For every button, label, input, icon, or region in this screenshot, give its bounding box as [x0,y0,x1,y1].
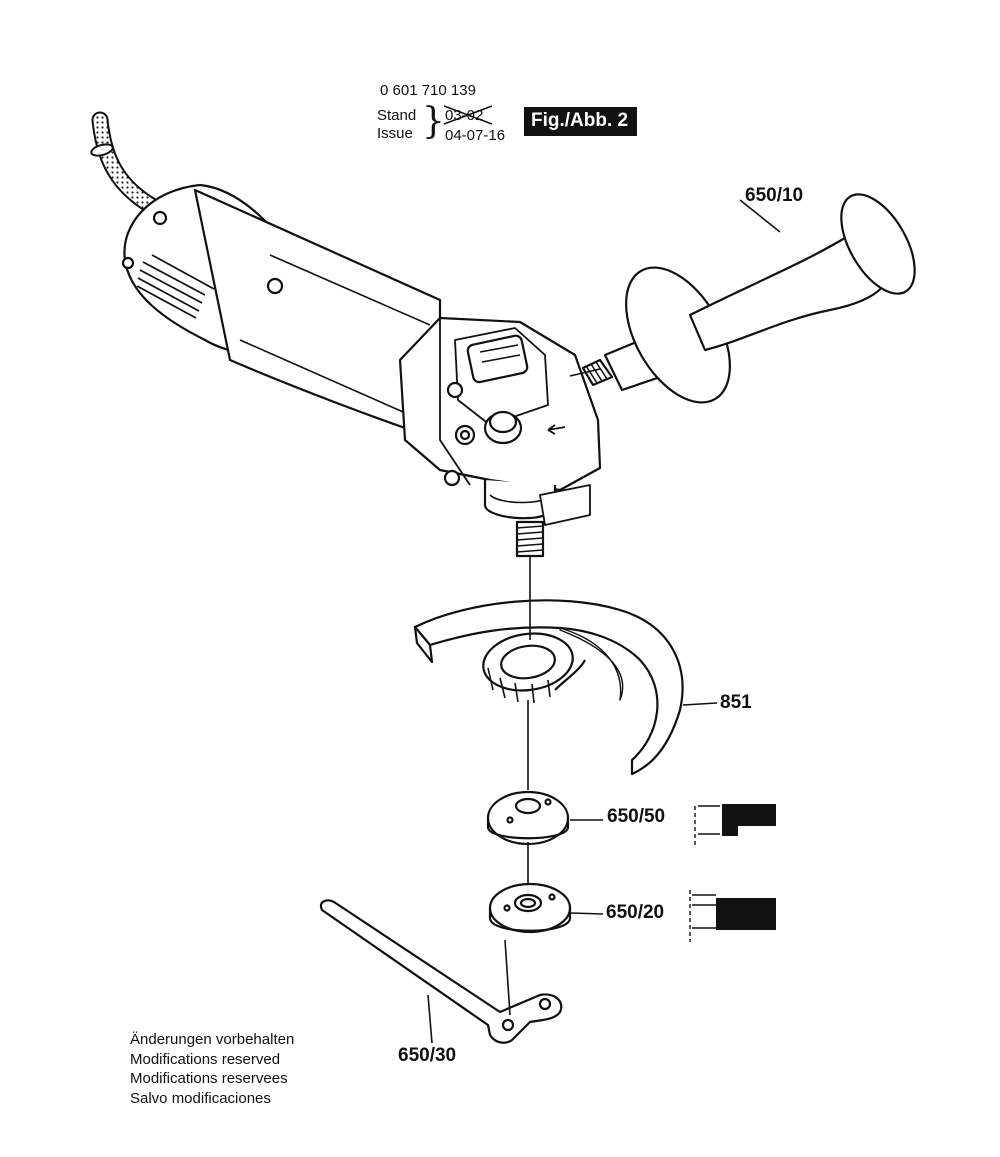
note-line: Modifications reserved [130,1050,281,1068]
brace-glyph: } [422,101,445,142]
callout-spanner: 650/30 [398,1045,457,1066]
callout-side-handle: 650/10 [745,185,804,206]
two-pin-spanner [319,899,563,1044]
angle-grinder-body [121,183,602,558]
note-line: Modifications reservees [130,1070,288,1087]
inner-flange [486,790,570,846]
flange-section-detail [694,804,776,848]
strikethrough-mark [443,105,493,125]
note-line: Änderungen vorbehalten [130,1031,295,1048]
leader-lines [427,199,781,1044]
new-date: 04-07-16 [445,127,506,144]
note-line: Salvo modificaciones [130,1089,271,1107]
modification-notes: Änderungen vorbehalten Modifications res… [130,1030,294,1108]
power-cord [90,111,159,214]
nut-section-detail [689,890,776,942]
callout-clamp-nut: 650/20 [606,902,665,923]
wheel-guard [413,599,684,776]
issue-label: Issue [377,125,413,142]
clamp-nut [488,882,572,934]
side-handle [581,193,916,404]
part-number: 0 601 710 139 [380,82,476,99]
figure-label: Fig./Abb. 2 [524,107,638,136]
callout-guard: 851 [720,692,752,713]
stand-label: Stand [377,107,417,124]
callout-inner-flange: 650/50 [607,806,666,827]
